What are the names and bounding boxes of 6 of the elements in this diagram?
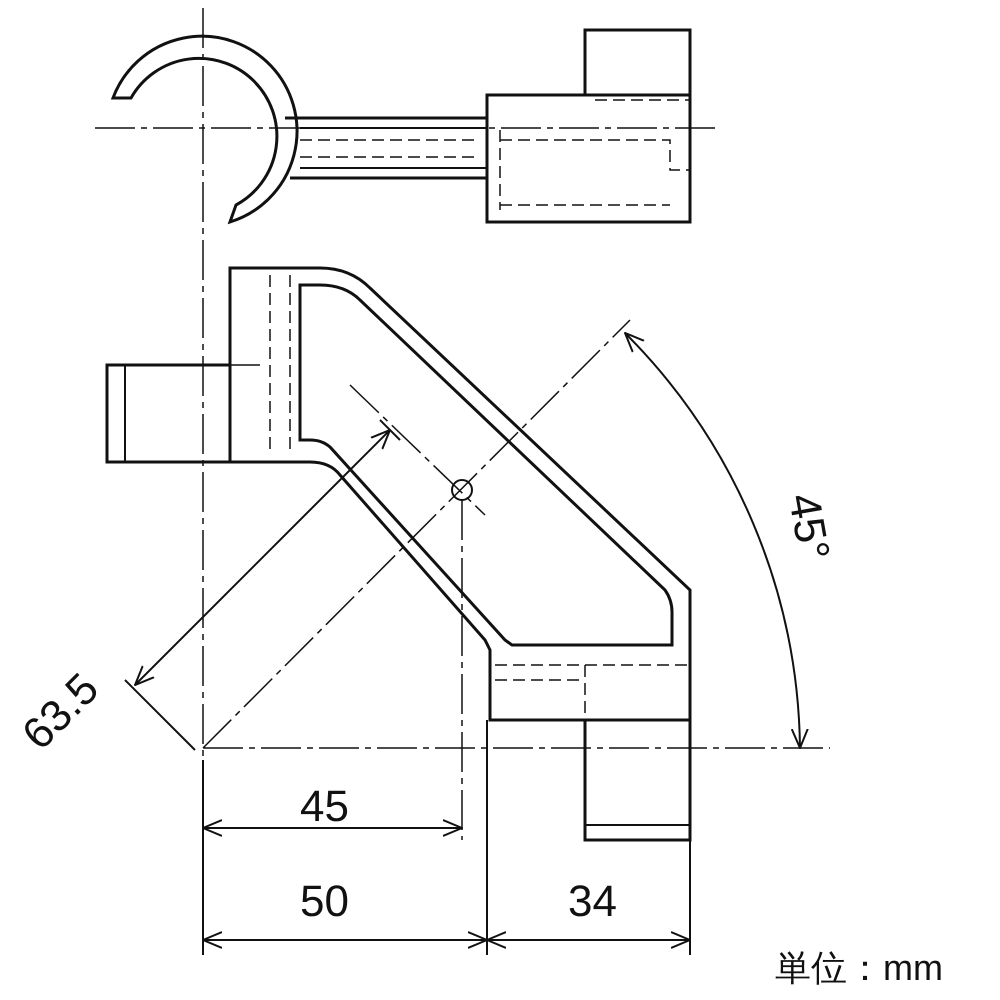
unit-note: 単位：mm <box>775 950 943 986</box>
angle-label: 45° <box>780 490 836 564</box>
dimension-label: 50 <box>300 880 349 924</box>
dimension-label: 63.5 <box>14 666 107 758</box>
dimension-label: 34 <box>568 880 617 924</box>
dimension-label: 45 <box>300 785 349 829</box>
